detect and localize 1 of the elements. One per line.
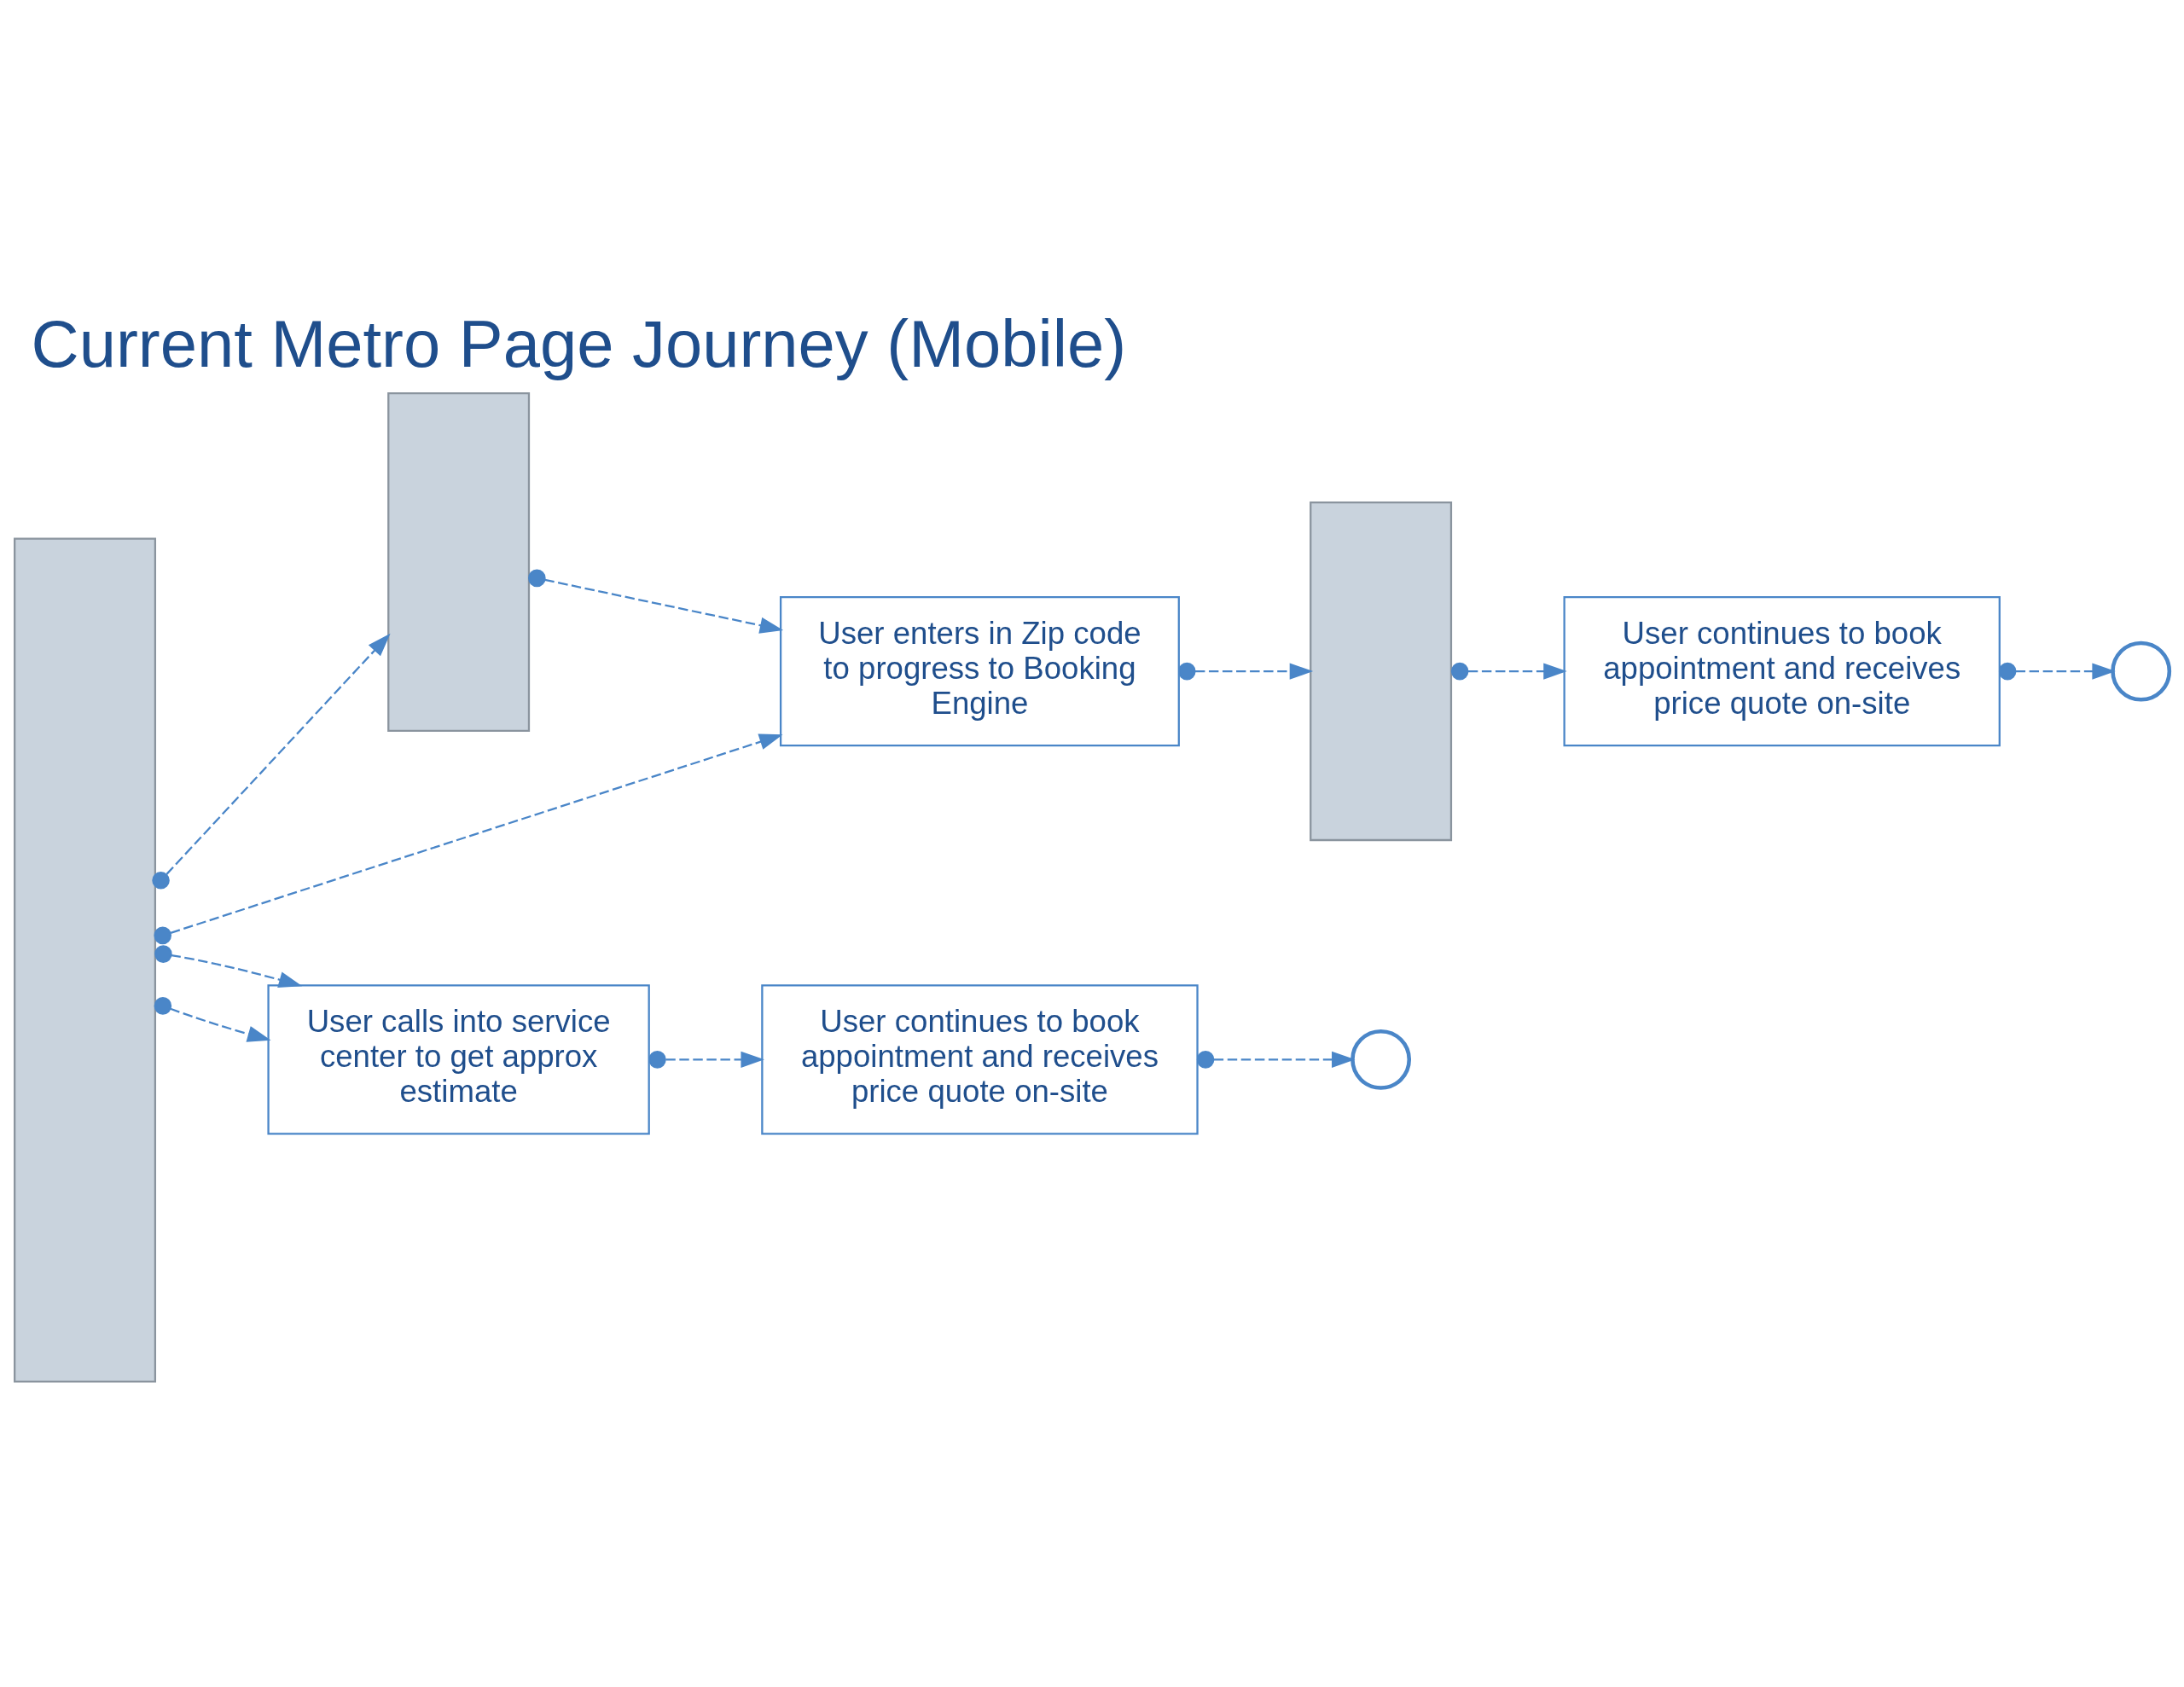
diagram-title: Current Metro Page Journey (Mobile) [31, 306, 1127, 380]
